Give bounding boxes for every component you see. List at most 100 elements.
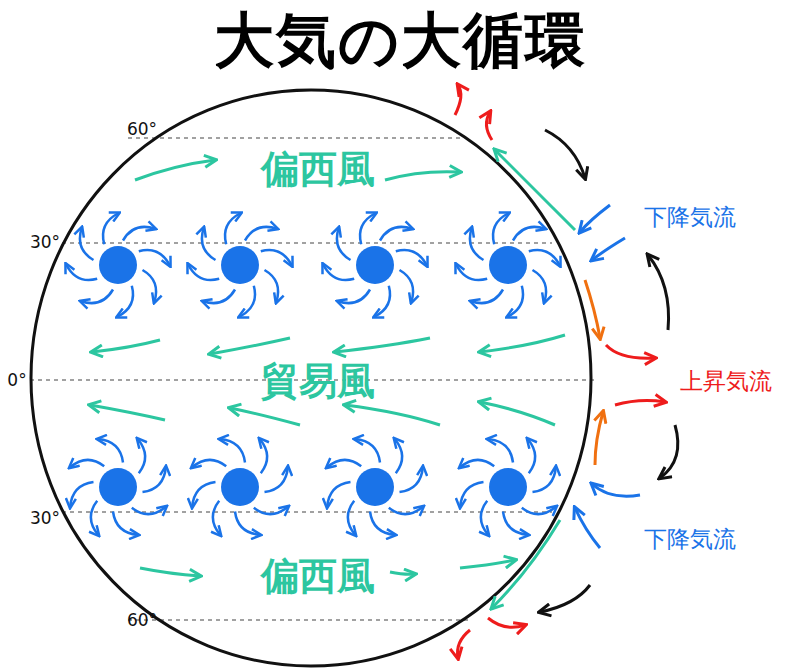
swirl-arrow xyxy=(327,482,350,507)
swirl-arrow xyxy=(70,460,104,468)
wind-name: 偏西風 xyxy=(261,556,375,598)
swirl-arrow xyxy=(103,213,119,244)
flow-arrow xyxy=(486,112,492,140)
flow-arrow xyxy=(592,484,640,496)
flow-arrow xyxy=(615,401,665,405)
latitude-label: 60° xyxy=(127,120,157,139)
swirl-arrow xyxy=(192,460,226,468)
swirl-arrow xyxy=(460,460,494,468)
wind-name: 貿易風 xyxy=(261,361,375,403)
swirl-arrow xyxy=(117,286,133,317)
swirl-arrow xyxy=(132,507,166,515)
high-pressure-dot xyxy=(489,468,527,506)
swirl-arrow xyxy=(113,512,138,535)
flow-arrow xyxy=(575,508,600,548)
swirl-arrow xyxy=(203,290,235,304)
swirl-arrow xyxy=(254,507,288,515)
swirl-arrow xyxy=(139,250,170,266)
swirl-arrow xyxy=(481,501,489,535)
trade-wind-arrows xyxy=(90,335,565,425)
flow-arrow xyxy=(595,412,603,465)
swirl-arrow xyxy=(507,286,523,317)
swirl-arrow xyxy=(245,227,277,241)
wind-arrow xyxy=(135,160,215,180)
swirl-arrow xyxy=(225,213,241,244)
swirl-arrow xyxy=(138,439,146,473)
swirl-arrow xyxy=(400,270,414,302)
flow-arrow xyxy=(492,520,560,608)
swirl-arrow xyxy=(533,270,547,302)
flow-arrow xyxy=(455,85,461,115)
flow-arrow xyxy=(458,630,471,658)
swirl-arrow xyxy=(528,439,536,473)
wind-arrow xyxy=(460,560,515,568)
airflow-label: 上昇気流 xyxy=(680,369,772,394)
swirl-arrow xyxy=(143,270,157,302)
swirl-arrow xyxy=(493,213,509,244)
swirl-arrow xyxy=(471,290,503,304)
flow-arrow xyxy=(488,618,525,627)
latitude-label: 30° xyxy=(30,509,60,528)
swirl-arrow xyxy=(192,482,215,507)
wind-arrow xyxy=(90,405,165,420)
swirl-arrow xyxy=(396,250,427,266)
swirl-arrow xyxy=(202,228,216,260)
flow-arrow xyxy=(648,255,669,330)
wind-arrow xyxy=(335,338,430,352)
latitude-line xyxy=(128,619,470,620)
swirl-arrow xyxy=(123,227,155,241)
wind-arrow xyxy=(480,402,555,425)
swirl-arrow xyxy=(522,507,556,515)
wind-name: 偏西風 xyxy=(261,149,375,191)
high-pressure-dot xyxy=(221,468,259,506)
swirl-arrow xyxy=(400,467,423,492)
high-pressure-dot xyxy=(489,246,527,284)
flow-arrow xyxy=(660,425,678,478)
high-pressure-dot xyxy=(99,468,137,506)
westerly-arrows xyxy=(135,160,515,576)
diagram-title: 大気の大循環 xyxy=(214,7,587,73)
swirl-arrow xyxy=(66,264,97,280)
swirl-arrow xyxy=(261,250,292,266)
high-pressure-dot xyxy=(356,468,394,506)
swirl-arrow xyxy=(360,213,376,244)
flow-arrow xyxy=(495,150,575,230)
airflow-label: 下降気流 xyxy=(644,527,736,552)
airflow-label: 下降気流 xyxy=(644,205,736,230)
swirl-arrow xyxy=(456,264,487,280)
swirl-arrow xyxy=(80,228,94,260)
swirl-arrow xyxy=(235,512,260,535)
swirl-arrow xyxy=(338,290,370,304)
latitude-line xyxy=(62,242,552,243)
wind-arrow xyxy=(230,408,300,425)
swirl-arrow xyxy=(370,512,395,535)
high-pressure-dot xyxy=(99,246,137,284)
swirl-arrow xyxy=(488,439,513,462)
flow-arrow xyxy=(580,205,610,232)
vertical-circulation xyxy=(455,85,678,658)
wind-arrow xyxy=(480,335,565,352)
swirl-arrow xyxy=(348,501,356,535)
wind-arrow xyxy=(140,568,200,576)
swirl-arrow xyxy=(220,439,245,462)
high-pressure-dot xyxy=(356,246,394,284)
swirl-arrow xyxy=(265,467,288,492)
swirl-arrow xyxy=(337,228,351,260)
swirl-arrow xyxy=(513,227,545,241)
swirl-arrow xyxy=(533,467,556,492)
latitude-label: 0° xyxy=(7,371,26,390)
latitude-line xyxy=(128,137,462,138)
flow-arrow xyxy=(585,280,600,338)
flow-arrow xyxy=(540,585,590,612)
swirl-arrow xyxy=(260,439,268,473)
latitude-label: 60° xyxy=(127,611,157,630)
latitude-lines xyxy=(30,138,594,620)
swirl-arrow xyxy=(503,512,528,535)
latitude-label: 30° xyxy=(30,233,60,252)
flow-arrow xyxy=(592,238,625,260)
flow-arrow xyxy=(606,345,655,358)
swirl-arrow xyxy=(143,467,166,492)
swirl-arrow xyxy=(389,507,423,515)
globe-outline xyxy=(31,90,591,666)
swirl-arrow xyxy=(355,439,380,462)
